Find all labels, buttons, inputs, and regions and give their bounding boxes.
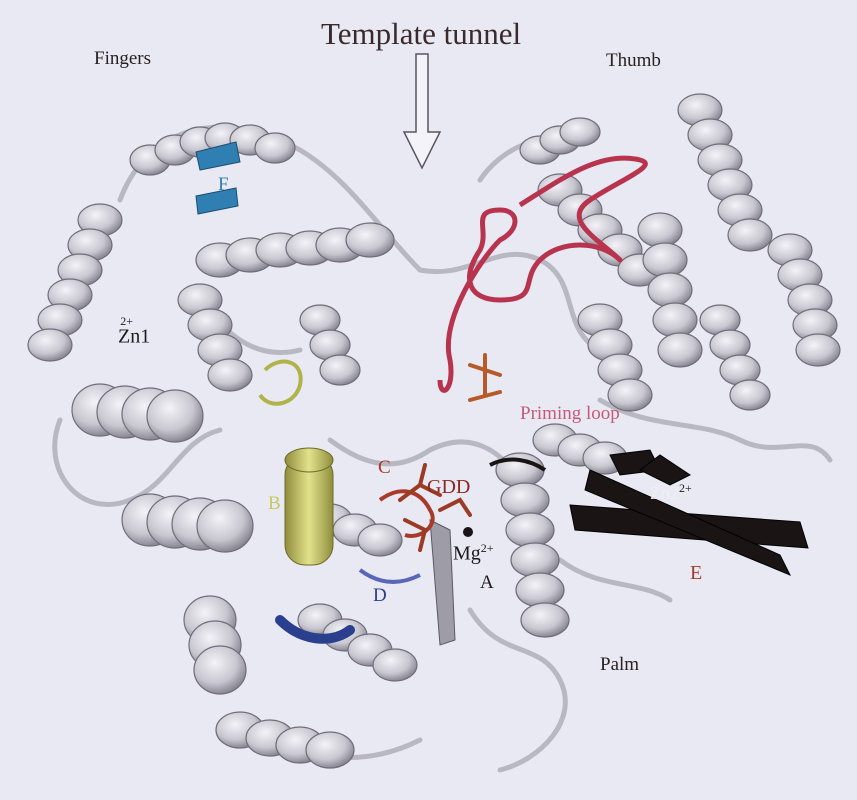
zn1-charge: 2+ [120,314,133,328]
motif-a-label: A [480,573,494,592]
motif-d-label: D [373,586,387,605]
helix-fingers-5 [72,384,203,442]
helix-fingers-6 [122,494,253,552]
mg-label: Mg2+ [453,542,494,564]
palm-label: Palm [600,655,639,674]
fingers-label: Fingers [94,49,151,68]
zn1-text: Zn1 [118,326,150,348]
zn2-label: Zn22+ [650,482,692,502]
motif-b-label: B [268,494,281,513]
mg-charge: 2+ [481,541,494,555]
motif-b-helix [285,448,333,565]
down-arrow-icon [402,52,442,172]
mg-text: Mg [453,543,481,565]
figure-title: Template tunnel [321,18,521,49]
priming-loop-label: Priming loop [520,404,620,423]
thumb-label: Thumb [606,51,661,70]
zn2-text: Zn2 [650,483,679,503]
motif-c-label: C [378,458,391,477]
motif-f-label: F [218,175,229,194]
gdd-label: GDD [427,477,470,497]
zn2-charge: 2+ [679,481,692,495]
motif-e-label: E [690,563,702,583]
mg-ion [463,527,473,537]
zn1-label: Zn12+ [118,325,163,347]
